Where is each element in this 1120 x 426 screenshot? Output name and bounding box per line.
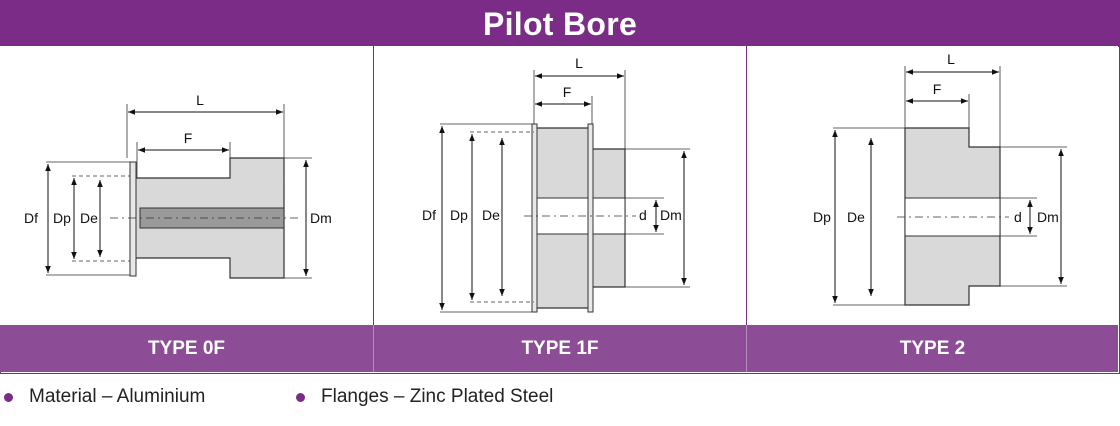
dim-dp-label: Dp xyxy=(813,209,831,225)
dim-f-label: F xyxy=(563,84,572,100)
bullet-icon xyxy=(4,392,13,402)
dim-de-label: De xyxy=(847,209,865,225)
type-label-2: TYPE 2 xyxy=(899,337,966,359)
diagram-type-0f: L F Df Dp De Dm xyxy=(0,46,373,325)
column-divider xyxy=(746,46,747,372)
dim-df-label: Df xyxy=(422,207,436,223)
dim-l-label: L xyxy=(575,55,583,71)
dim-dp-label: Dp xyxy=(53,210,71,226)
type-label-row: TYPE 0F TYPE 1F TYPE 2 xyxy=(0,325,1118,372)
note-flanges: Flanges – Zinc Plated Steel xyxy=(296,386,553,408)
footer-divider xyxy=(746,325,747,372)
note-material-text: Material – Aluminium xyxy=(29,386,206,407)
diagram-type-2: L F Dp De d Dm xyxy=(747,46,1118,325)
dim-de-label: De xyxy=(80,210,98,226)
column-divider xyxy=(373,46,374,372)
note-material: Material – Aluminium xyxy=(4,386,205,408)
dim-dp-label: Dp xyxy=(450,207,468,223)
dim-de-label: De xyxy=(482,207,500,223)
notes-list: Material – Aluminium Flanges – Zinc Plat… xyxy=(0,386,1120,416)
type-1f-drawing: L F Df Dp De d Dm xyxy=(422,55,690,313)
dim-l-label: L xyxy=(947,51,955,67)
note-flanges-text: Flanges – Zinc Plated Steel xyxy=(321,386,554,407)
dim-f-label: F xyxy=(933,81,942,97)
dim-dm-label: Dm xyxy=(1037,209,1059,225)
flange-right xyxy=(587,123,594,313)
diagram-row: L F Df Dp De Dm xyxy=(0,46,1118,325)
type-2-drawing: L F Dp De d Dm xyxy=(813,51,1067,306)
bullet-icon xyxy=(296,392,305,402)
dim-df-label: Df xyxy=(24,210,38,226)
type-label-0f: TYPE 0F xyxy=(147,337,226,359)
dim-d-label: d xyxy=(639,207,647,223)
page-title: Pilot Bore xyxy=(1,1,1119,47)
dim-l-label: L xyxy=(196,92,204,108)
pilot-bore-table: Pilot Bore xyxy=(0,0,1120,374)
dim-dm-label: Dm xyxy=(660,207,682,223)
dim-f-label: F xyxy=(184,130,193,146)
type-label-1f: TYPE 1F xyxy=(521,337,599,359)
flange-left xyxy=(531,123,538,313)
flange-plate xyxy=(129,161,137,277)
diagram-type-1f: L F Df Dp De d Dm xyxy=(374,46,746,325)
footer-divider xyxy=(373,325,374,372)
dim-dm-label: Dm xyxy=(310,210,332,226)
type-0f-drawing: L F Df Dp De Dm xyxy=(24,92,332,279)
dim-d-label: d xyxy=(1014,209,1022,225)
